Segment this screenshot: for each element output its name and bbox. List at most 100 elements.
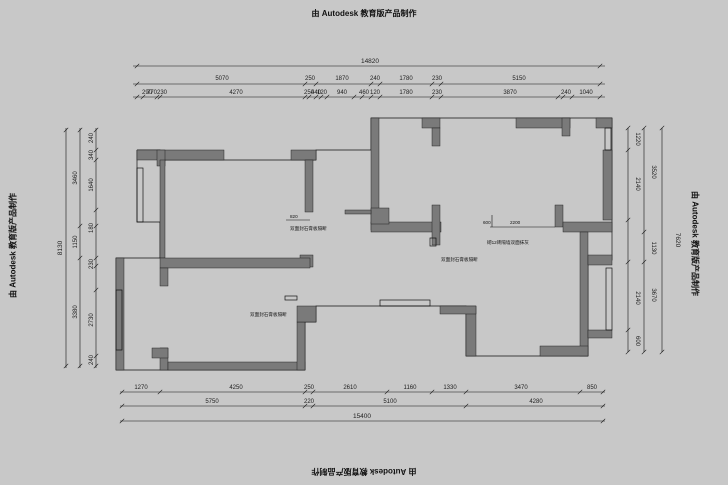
dim-tick: [93, 157, 99, 163]
dim-label: 340: [89, 149, 95, 160]
dim-tick: [93, 127, 99, 133]
dim-tick: [93, 353, 99, 359]
dim-label: 440: [311, 90, 322, 96]
dim-label: 1640: [89, 178, 95, 192]
dim-tick: [641, 259, 647, 265]
dim-label: 230: [432, 76, 443, 82]
dim-label: 2610: [343, 385, 357, 391]
dim-label: 1150: [73, 235, 79, 249]
dim-label: 5150: [512, 76, 526, 82]
dim-label: 240: [89, 354, 95, 365]
dim-label: 5070: [215, 76, 229, 82]
dim-tick: [313, 81, 319, 87]
dim-label: 460: [359, 90, 370, 96]
dim-tick: [641, 229, 647, 235]
dim-label: 180: [89, 222, 95, 233]
dim-label: 220: [304, 399, 315, 405]
dim-tick: [302, 94, 308, 100]
dim-label: 250: [304, 385, 315, 391]
dim-label: 2140: [634, 291, 640, 305]
dim-tick: [77, 127, 83, 133]
dim-tick: [429, 389, 435, 395]
dim-tick: [625, 147, 631, 153]
dim-tick: [600, 403, 606, 409]
dim-tick: [600, 389, 606, 395]
dim-label: 1270: [134, 385, 148, 391]
dim-label: 1780: [399, 90, 413, 96]
dim-label: 1870: [335, 76, 349, 82]
dim-tick: [63, 363, 69, 369]
dim-tick: [377, 81, 383, 87]
dim-label: 4270: [229, 90, 243, 96]
dim-tick: [77, 255, 83, 261]
dim-label: 1330: [443, 385, 457, 391]
dim-tick: [318, 94, 324, 100]
dim-tick: [560, 94, 566, 100]
dim-tick: [302, 81, 308, 87]
dim-tick: [93, 287, 99, 293]
dim-tick: [93, 223, 99, 229]
dim-label: 240: [89, 132, 95, 143]
dim-tick: [625, 125, 631, 131]
dim-label: 5750: [205, 399, 219, 405]
dim-label: 1130: [650, 242, 656, 256]
dim-label: 1160: [404, 385, 418, 391]
dim-tick: [429, 94, 435, 100]
dim-tick: [302, 389, 308, 395]
dim-tick: [377, 94, 383, 100]
dim-tick: [324, 94, 330, 100]
dim-tick: [63, 127, 69, 133]
dim-tick: [119, 389, 125, 395]
dim-tick: [119, 418, 125, 424]
small-dim-600: 600: [483, 220, 491, 225]
watermark-top: 由 Autodesk 教育版产品制作: [311, 9, 417, 18]
dim-label: 3870: [503, 90, 517, 96]
dim-left-total: 8130: [57, 240, 64, 255]
dim-tick: [154, 94, 160, 100]
dim-label: 120: [370, 90, 381, 96]
floor-plan-walls: 双面封石膏板隔断 双面封石膏板隔断 双面封石膏板隔断 砌12砖隔墙双面抹灰 82…: [115, 117, 613, 371]
dim-top-total: 14820: [361, 58, 379, 65]
dim-label: 240: [370, 76, 381, 82]
dim-label: 5100: [383, 399, 397, 405]
dim-label: 1040: [579, 90, 593, 96]
dim-tick: [134, 81, 140, 87]
dim-tick: [359, 94, 365, 100]
dim-label: 290: [142, 90, 153, 96]
dim-label: 3470: [514, 385, 528, 391]
dim-label: 3380: [73, 305, 79, 319]
note-partition-3: 双面封石膏板隔断: [250, 311, 287, 318]
dim-label: 850: [587, 385, 598, 391]
dim-tick: [625, 217, 631, 223]
dim-label: 1780: [399, 76, 413, 82]
note-brick-wall: 砌12砖隔墙双面抹灰: [487, 239, 529, 246]
dim-tick: [659, 349, 665, 355]
dim-tick: [310, 389, 316, 395]
dim-tick: [134, 63, 140, 69]
dim-tick: [625, 349, 631, 355]
dim-tick: [597, 94, 603, 100]
dim-tick: [384, 389, 390, 395]
dim-tick: [157, 94, 163, 100]
dim-tick: [77, 223, 83, 229]
dim-label: 770: [147, 90, 158, 96]
dim-tick: [368, 94, 374, 100]
dim-label: 940: [337, 90, 348, 96]
dim-label: 1220: [634, 132, 640, 146]
dim-tick: [93, 207, 99, 213]
dim-tick: [600, 418, 606, 424]
dim-tick: [577, 389, 583, 395]
note-partition-2: 双面封石膏板隔断: [441, 256, 478, 263]
dim-tick: [313, 94, 319, 100]
dim-tick: [93, 363, 99, 369]
dim-label: 2730: [89, 313, 95, 327]
dim-tick: [93, 255, 99, 261]
note-partition-1: 双面封石膏板隔断: [290, 225, 327, 232]
dim-label: 230: [89, 258, 95, 269]
dim-tick: [134, 94, 140, 100]
dim-tick: [157, 389, 163, 395]
dim-tick: [310, 403, 316, 409]
dim-tick: [597, 63, 603, 69]
